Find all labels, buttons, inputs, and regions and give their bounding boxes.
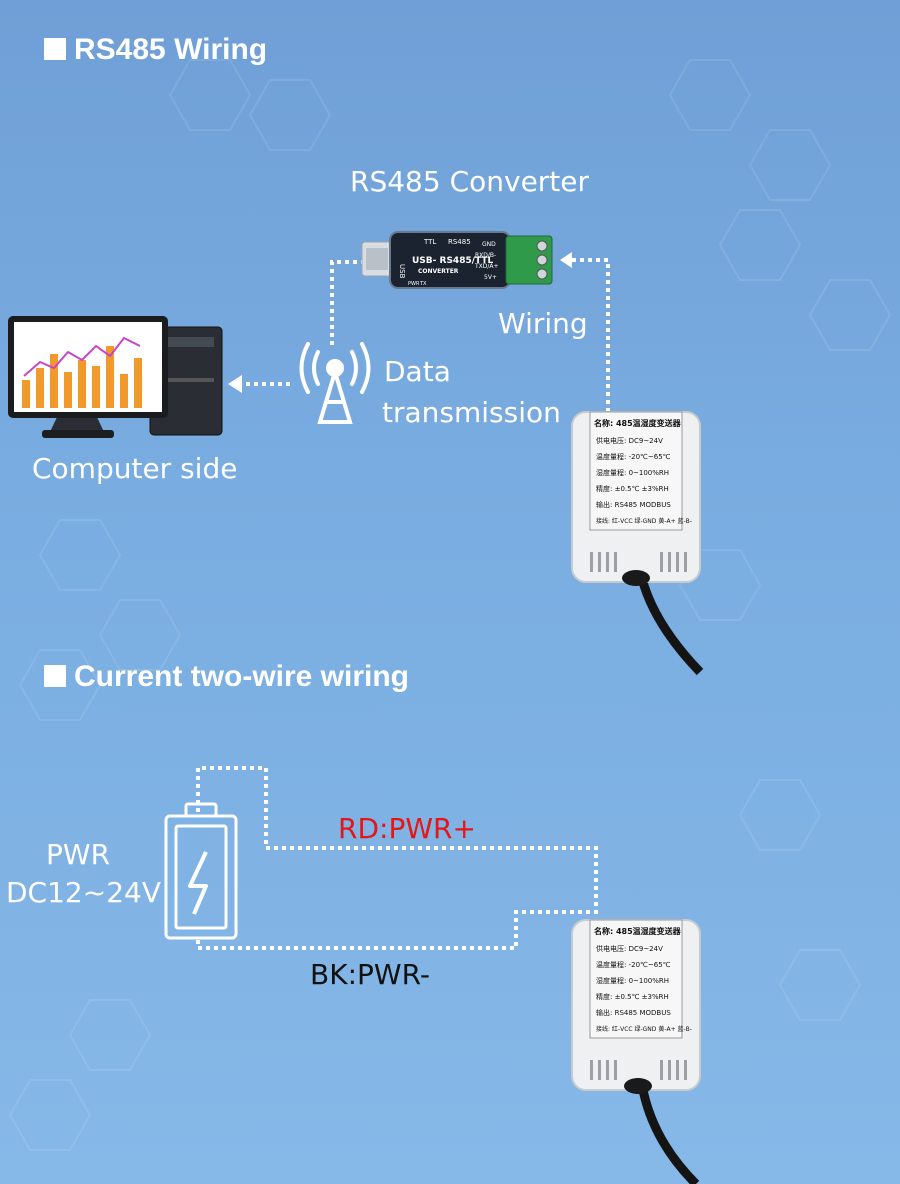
data-label: Data xyxy=(384,355,451,388)
svg-text:供电电压: DC9~24V: 供电电压: DC9~24V xyxy=(596,944,663,953)
svg-text:供电电压: DC9~24V: 供电电压: DC9~24V xyxy=(596,436,663,445)
svg-text:精度: ±0.5℃ ±3%RH: 精度: ±0.5℃ ±3%RH xyxy=(596,992,669,1001)
svg-text:TTL: TTL xyxy=(423,238,436,246)
square-bullet-icon xyxy=(44,665,66,687)
rs485-diagram: TTL RS485 USB- RS485/TTL CONVERTER USB P… xyxy=(8,231,704,676)
red-wire-line xyxy=(196,766,598,914)
rd-pwr-plus-label: RD:PWR+ xyxy=(338,812,476,845)
sensor-to-converter-line xyxy=(572,258,610,412)
svg-text:接线: 红-VCC 绿-GND 黄-A+ 蓝-B-: 接线: 红-VCC 绿-GND 黄-A+ 蓝-B- xyxy=(596,1025,692,1033)
svg-text:USB- RS485/TTL: USB- RS485/TTL xyxy=(412,256,493,266)
transmission-label: transmission xyxy=(382,396,561,429)
svg-text:名称: 485温湿度变送器: 名称: 485温湿度变送器 xyxy=(594,926,682,936)
svg-text:PWR: PWR xyxy=(408,281,420,287)
usb-rs485-converter: TTL RS485 USB- RS485/TTL CONVERTER USB P… xyxy=(361,231,553,289)
svg-text:USB: USB xyxy=(398,264,406,279)
section-title-two-wire: Current two-wire wiring xyxy=(44,660,409,694)
svg-text:精度: ±0.5℃ ±3%RH: 精度: ±0.5℃ ±3%RH xyxy=(596,484,669,493)
svg-text:5V+: 5V+ xyxy=(484,274,497,281)
svg-text:输出: RS485 MODBUS: 输出: RS485 MODBUS xyxy=(596,500,671,509)
two-wire-diagram: 名称: 485温湿度变送器 供电电压: DC9~24V 温度量程: -20℃~6… xyxy=(164,766,701,1184)
svg-text:温度量程: -20℃~65℃: 温度量程: -20℃~65℃ xyxy=(596,960,671,969)
wiring-lines xyxy=(240,258,610,412)
svg-text:RS485: RS485 xyxy=(448,238,471,246)
svg-text:TXD/A+: TXD/A+ xyxy=(474,263,499,270)
svg-text:名称: 485温湿度变送器: 名称: 485温湿度变送器 xyxy=(594,418,682,428)
svg-text:湿度量程: 0~100%RH: 湿度量程: 0~100%RH xyxy=(596,976,669,985)
svg-text:RXD/B-: RXD/B- xyxy=(475,252,496,259)
voltage-label: DC12~24V xyxy=(6,876,161,909)
svg-text:接线: 红-VCC 绿-GND 黄-A+ 蓝-B-: 接线: 红-VCC 绿-GND 黄-A+ 蓝-B- xyxy=(596,517,692,525)
svg-text:温度量程: -20℃~65℃: 温度量程: -20℃~65℃ xyxy=(596,452,671,461)
svg-text:GND: GND xyxy=(482,241,496,248)
pwr-label: PWR xyxy=(46,838,111,871)
computer-icon xyxy=(8,316,223,438)
power-wires xyxy=(196,766,598,950)
svg-text:湿度量程: 0~100%RH: 湿度量程: 0~100%RH xyxy=(596,468,669,477)
section-title-rs485: RS485 Wiring xyxy=(44,33,267,67)
arrow-left-icon xyxy=(560,252,572,268)
arrow-left-icon xyxy=(228,375,242,393)
wiring-label: Wiring xyxy=(498,307,588,340)
svg-text:TX: TX xyxy=(419,281,427,287)
battery-icon xyxy=(164,802,238,940)
sensor-device-1: 名称: 485温湿度变送器 供电电压: DC9~24V 温度量程: -20℃~6… xyxy=(571,411,704,676)
converter-label: RS485 Converter xyxy=(350,165,590,198)
black-wire-line xyxy=(196,910,596,950)
computer-side-label: Computer side xyxy=(32,452,238,485)
usb-to-antenna-line xyxy=(330,260,362,345)
sensor-device-2: 名称: 485温湿度变送器 供电电压: DC9~24V 温度量程: -20℃~6… xyxy=(571,919,701,1184)
square-bullet-icon xyxy=(44,38,66,60)
bk-pwr-minus-label: BK:PWR- xyxy=(310,958,430,991)
antenna-icon xyxy=(299,342,371,424)
svg-text:输出: RS485 MODBUS: 输出: RS485 MODBUS xyxy=(596,1008,671,1017)
svg-text:CONVERTER: CONVERTER xyxy=(418,268,459,275)
